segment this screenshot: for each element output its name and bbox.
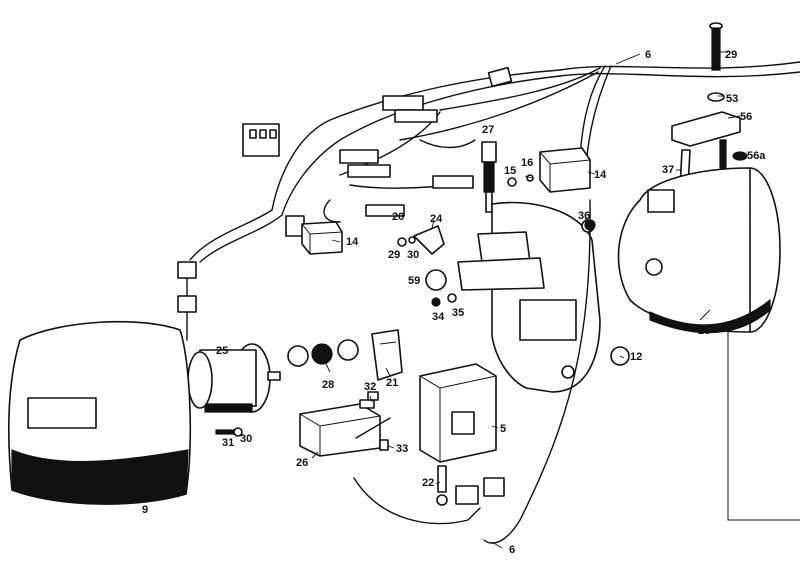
ignition-electrode [481, 141, 497, 213]
callout-31: 31 [222, 437, 234, 449]
pump-clip [371, 329, 403, 381]
callout-6-top: 6 [645, 49, 651, 61]
burner-cover [7, 320, 192, 505]
mounting-plate [457, 201, 601, 393]
callout-30-bottom: 30 [240, 433, 252, 445]
callout-30-mid: 30 [407, 249, 419, 261]
callout-56a: 56a [747, 150, 766, 162]
callout-36: 36 [578, 210, 590, 222]
top-screw [671, 22, 748, 189]
callout-15: 15 [504, 165, 516, 177]
callout-26: 26 [296, 457, 308, 469]
callout-29-mid: 29 [388, 249, 400, 261]
coupling [287, 339, 359, 367]
callout-5: 5 [500, 423, 506, 435]
callout-35: 35 [452, 307, 464, 319]
fan-housing [617, 167, 800, 521]
callout-29-top: 29 [725, 49, 737, 61]
callout-23: 23 [698, 325, 710, 337]
harness-connectors [177, 66, 513, 341]
callout-labels: 6 6 29 53 56 56a 37 27 15 16 14 14 20 24… [142, 49, 766, 556]
callout-14-right: 14 [594, 169, 607, 181]
callout-24: 24 [430, 213, 443, 225]
callout-25: 25 [216, 345, 228, 357]
plug-connector [436, 465, 505, 506]
callout-33: 33 [396, 443, 408, 455]
callout-34: 34 [432, 311, 445, 323]
leader-lines [145, 51, 746, 549]
relay-left [301, 221, 343, 255]
callout-21: 21 [386, 377, 398, 389]
callout-22: 22 [422, 477, 434, 489]
small-hardware [215, 174, 630, 451]
callout-9: 9 [142, 504, 148, 516]
callout-28: 28 [322, 379, 334, 391]
callout-12: 12 [630, 351, 642, 363]
callout-32: 32 [364, 381, 376, 393]
callout-6-bottom: 6 [509, 544, 515, 556]
callout-53: 53 [726, 93, 738, 105]
callout-16: 16 [521, 157, 533, 169]
callout-20: 20 [392, 211, 404, 223]
lower-harness [483, 199, 591, 544]
motor [187, 343, 281, 413]
ignition-transformer [299, 399, 391, 457]
control-box [419, 363, 497, 463]
callout-27: 27 [482, 124, 494, 136]
callout-59: 59 [408, 275, 420, 287]
callout-56: 56 [740, 111, 752, 123]
relay-right [539, 147, 591, 193]
callout-37: 37 [662, 164, 674, 176]
callout-14-left: 14 [346, 236, 359, 248]
